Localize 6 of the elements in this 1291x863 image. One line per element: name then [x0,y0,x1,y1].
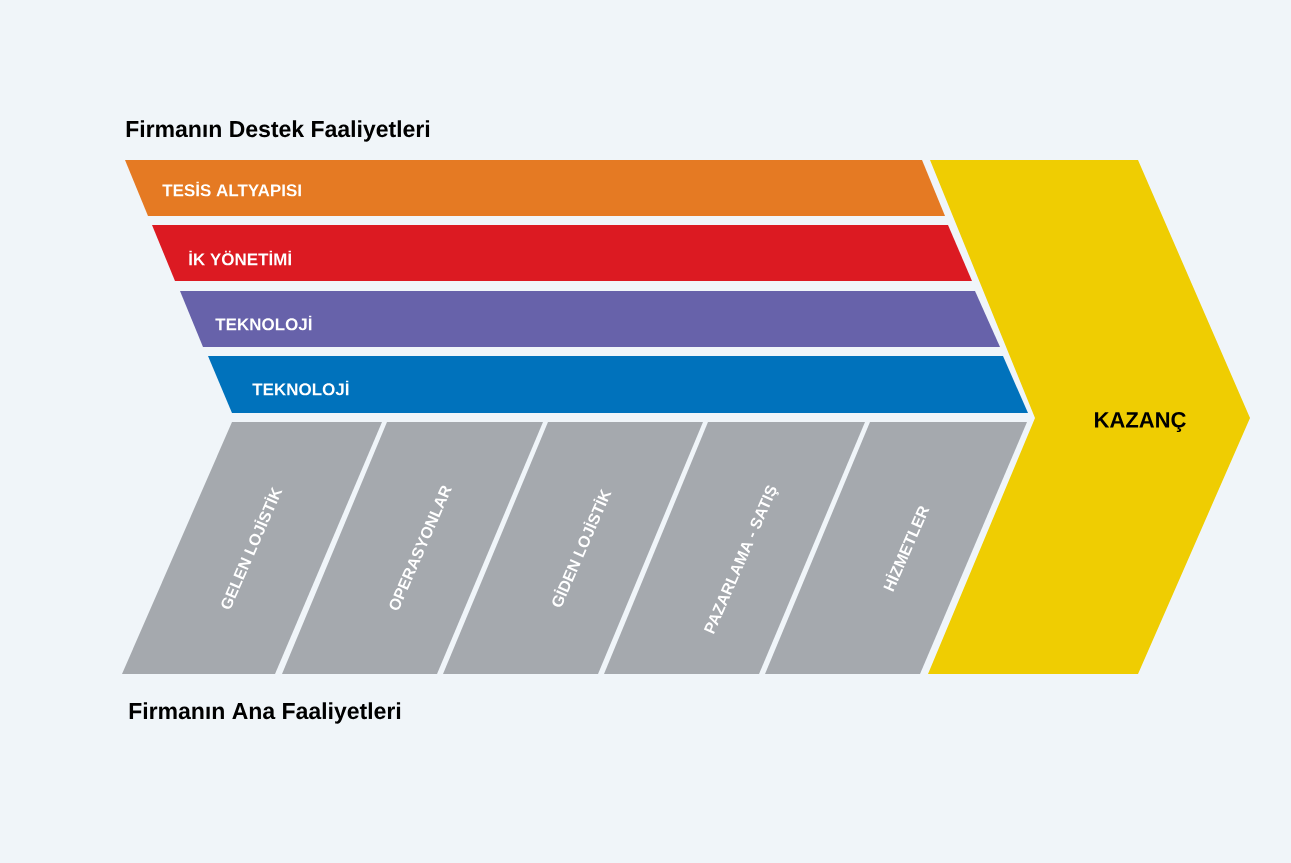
activity-band: TEKNOLOJİ [208,356,1028,413]
activity-band: İK YÖNETİMİ [152,225,972,281]
activity-band: TESİS ALTYAPISI [125,160,945,216]
section-heading: Firmanın Ana Faaliyetleri [129,702,401,724]
activity-band: TEKNOLOJİ [180,291,1000,347]
margin-chevron: KAZANÇ [928,160,1250,674]
